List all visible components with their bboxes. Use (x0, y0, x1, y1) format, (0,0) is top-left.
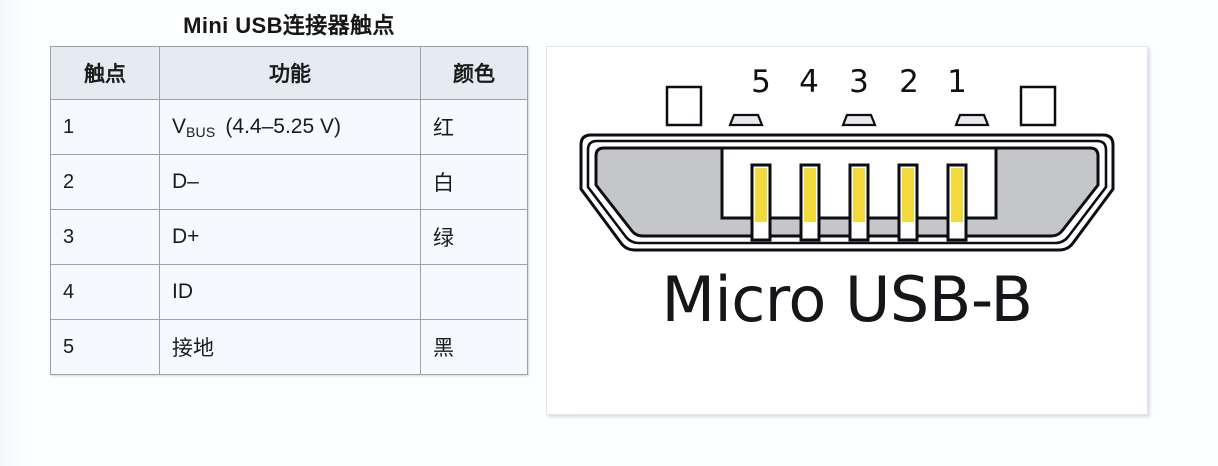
table-row: 5 接地 黑 (50, 319, 528, 375)
contact-pin-2 (897, 163, 919, 242)
cell-function-main: V (172, 115, 187, 138)
cell-pin: 3 (50, 209, 160, 265)
table-header-row: 触点 功能 颜色 (50, 46, 528, 100)
column-header-color: 颜色 (420, 46, 528, 100)
micro-usb-b-connector-drawing: 5 4 3 2 1 (579, 64, 1115, 252)
cell-color: 红 (420, 99, 528, 155)
cell-pin: 4 (50, 264, 160, 320)
cell-function: 接地 (159, 319, 421, 375)
top-latch-bump-center (841, 113, 877, 127)
table-body: 1 VBUS (4.4–5.25 V) 红 2 D– 白 3 D+ 绿 4 ID (50, 99, 528, 375)
cell-function-sub: BUS (186, 124, 216, 140)
contact-pin-1 (946, 163, 968, 242)
right-mounting-tab (1019, 85, 1057, 127)
top-latch-bump-right (954, 113, 990, 127)
pin-number-5-label: 5 (751, 64, 771, 100)
mini-usb-pinout-table: 触点 功能 颜色 1 VBUS (4.4–5.25 V) 红 2 D– 白 3 (50, 46, 528, 375)
pin-number-1-label: 1 (947, 64, 967, 100)
table-row: 2 D– 白 (50, 154, 528, 210)
pin-number-2-label: 2 (899, 64, 919, 100)
cell-function-tail: (4.4–5.25 V) (225, 115, 341, 138)
micro-usb-b-illustration-panel: 5 4 3 2 1 (546, 46, 1148, 415)
column-header-pin: 触点 (50, 46, 160, 100)
cell-function: D+ (159, 209, 421, 265)
pin-table-block: Mini USB连接器触点 触点 功能 颜色 1 VBUS (4.4–5.25 V… (50, 8, 528, 375)
contact-pin-4 (799, 163, 821, 242)
pin-number-4-label: 4 (799, 64, 819, 100)
cell-pin: 5 (50, 319, 160, 375)
cell-function: ID (159, 264, 421, 320)
table-header: 触点 功能 颜色 (50, 46, 528, 100)
connector-caption: Micro USB-B (661, 263, 1033, 336)
pin-number-labels: 5 4 3 2 1 (751, 64, 967, 100)
cell-color: 黑 (420, 319, 528, 375)
cell-function: D– (159, 154, 421, 210)
left-mounting-tab (665, 85, 703, 127)
cell-pin: 2 (50, 154, 160, 210)
page-title: Mini USB连接器触点 (183, 13, 395, 38)
contact-pins-group (750, 163, 968, 242)
contact-pin-3 (848, 163, 870, 242)
cell-pin: 1 (50, 99, 160, 155)
table-row: 1 VBUS (4.4–5.25 V) 红 (50, 99, 528, 155)
table-row: 4 ID (50, 264, 528, 320)
top-latch-bump-left (728, 113, 764, 127)
cell-function: VBUS (4.4–5.25 V) (159, 99, 421, 155)
pin-number-3-label: 3 (849, 64, 869, 100)
cell-color: 白 (420, 154, 528, 210)
cell-color (420, 264, 528, 320)
cell-color: 绿 (420, 209, 528, 265)
column-header-function: 功能 (159, 46, 421, 100)
contact-pin-5 (750, 163, 772, 242)
table-row: 3 D+ 绿 (50, 209, 528, 265)
